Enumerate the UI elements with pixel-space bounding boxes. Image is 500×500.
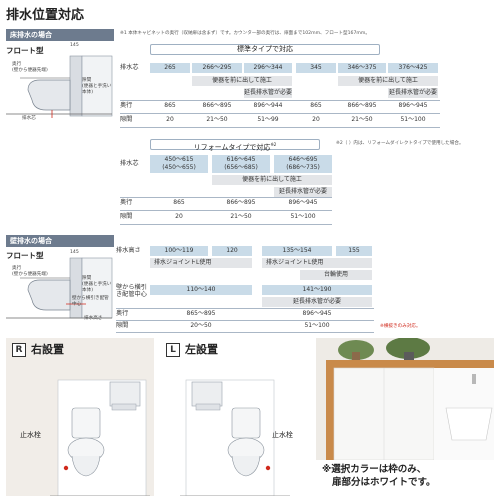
- wall-dim: 145: [70, 250, 79, 255]
- std-mid1-a: 便器を前に出して施工: [192, 76, 292, 86]
- photo-caption: ※選択カラーは枠のみ、 扉部分はホワイトです。: [322, 464, 436, 488]
- std-mid2-a: 延長排水管が必要: [244, 88, 292, 98]
- wall-depth-label: 奥行: [12, 266, 22, 271]
- right-install-panel: R 右設置 止水栓: [6, 338, 154, 496]
- right-label: 右設置: [31, 343, 64, 356]
- wall-base: 台輪使用: [300, 270, 372, 280]
- std-depth-1: 865: [164, 102, 176, 109]
- std-drain-2: 266～295: [192, 63, 242, 73]
- wall-red-note: ※横抜きのみ対応。: [380, 324, 421, 329]
- ref-gap-1: 20: [175, 213, 183, 220]
- std-gap-3: 51～99: [257, 116, 279, 123]
- floor-note-1: ※1 本体キャビネットの奥行（収納扉は含まず）です。カウンター部の奥行は、扉面ま…: [120, 31, 370, 36]
- wall-drain-illustration: [6, 257, 113, 319]
- wall-joint-1: 排水ジョイントL使用: [150, 258, 252, 268]
- floor-gap-sub: (便器と手洗い本体): [82, 84, 112, 95]
- floor-depth-label: 奥行: [12, 62, 22, 67]
- std-gap-5: 21～50: [351, 116, 373, 123]
- left-badge: L: [166, 343, 180, 357]
- wall-gap-sub: (便器と手洗い本体): [82, 282, 112, 293]
- floor-gap-label: 隙間: [82, 78, 92, 83]
- right-badge: R: [12, 343, 26, 357]
- std-row-depth: 奥行: [120, 102, 133, 109]
- ref-row-depth: 奥行: [120, 199, 133, 206]
- wall-joint-2: 排水ジョイントL使用: [262, 258, 372, 268]
- ref-drain-3: 646～695(686～735): [274, 155, 332, 173]
- ref-depth-1: 865: [173, 199, 185, 206]
- std-depth-2: 866～895: [202, 102, 232, 109]
- wall-ext: 延長排水管が必要: [262, 297, 372, 307]
- std-drain-1: 265: [150, 63, 190, 73]
- std-gap-4: 20: [312, 116, 320, 123]
- wall-type-label: フロート型: [6, 251, 44, 260]
- std-drain-4: 345: [296, 63, 336, 73]
- wall-gap-label: 隙間: [82, 276, 92, 281]
- ref-depth-3: 896～945: [288, 199, 318, 206]
- ref-row-gap: 隙間: [120, 213, 133, 220]
- wall-row-center: 壁から横引き配管中心: [116, 284, 147, 298]
- product-photo-image: [316, 338, 494, 460]
- wall-depth-2: 896～945: [302, 310, 332, 317]
- wall-row-height: 排水高さ: [116, 247, 141, 254]
- std-depth-3: 896～944: [253, 102, 283, 109]
- std-mid1-b: 便器を前に出して施工: [338, 76, 438, 86]
- ref-gap-3: 51～100: [290, 213, 316, 220]
- wall-drain-height-label: 排水高さ: [84, 316, 103, 321]
- floor-type-label: フロート型: [6, 46, 44, 55]
- std-drain-6: 376～425: [388, 63, 438, 73]
- std-drain-3: 296～344: [244, 63, 292, 73]
- right-install-illustration: [50, 379, 150, 496]
- wall-gap-1: 20～50: [190, 322, 212, 329]
- wall-height-4: 155: [336, 246, 372, 256]
- wall-height-1: 100～119: [150, 246, 208, 256]
- ref-mid2: 延長排水管が必要: [274, 187, 332, 197]
- std-mid2-b: 延長排水管が必要: [388, 88, 438, 98]
- wall-center-1: 110～140: [150, 285, 252, 295]
- product-photo: [316, 338, 494, 460]
- left-install-panel: L 左設置 止水栓: [160, 338, 308, 496]
- wall-row-gap: 隙間: [116, 322, 129, 329]
- floor-note-2: ※2（ ）内は、リフォームダイレクトタイプで使用した場合。: [336, 141, 464, 146]
- wall-center-2: 141～190: [262, 285, 372, 295]
- ref-gap-2: 21～50: [230, 213, 252, 220]
- ref-mid1: 便器を前に出して施工: [212, 175, 332, 185]
- page-title: 排水位置対応: [6, 8, 85, 23]
- wall-section-bar: 壁排水の場合: [6, 235, 114, 247]
- std-row-drain: 排水芯: [120, 64, 139, 71]
- wall-height-2: 120: [212, 246, 252, 256]
- wall-depth-1: 865～895: [186, 310, 216, 317]
- floor-dim: 145: [70, 43, 79, 48]
- std-gap-1: 20: [166, 116, 174, 123]
- wall-center-label: 壁から横引き配管中心: [72, 296, 109, 307]
- reform-type-header: リフォームタイプで対応※2: [150, 139, 320, 151]
- floor-drain-illustration: [6, 55, 113, 118]
- ref-drain-2: 616～645(656～685): [212, 155, 270, 173]
- left-label: 左設置: [185, 343, 218, 356]
- wall-gap-2: 51～100: [304, 322, 330, 329]
- std-row-gap: 隙間: [120, 116, 133, 123]
- std-depth-5: 866～895: [347, 102, 377, 109]
- left-stop-valve-label: 止水栓: [272, 431, 293, 439]
- wall-depth-sub: (壁から便器先端): [12, 272, 48, 277]
- std-gap-6: 51～100: [400, 116, 426, 123]
- std-depth-4: 865: [310, 102, 322, 109]
- wall-height-3: 135～154: [262, 246, 332, 256]
- ref-row-drain: 排水芯: [120, 160, 139, 167]
- right-stop-valve-label: 止水栓: [20, 431, 41, 439]
- standard-type-header: 標準タイプで対応: [150, 44, 380, 55]
- floor-depth-sub: (壁から便器先端): [12, 68, 48, 73]
- ref-drain-1: 450～615(450～655): [150, 155, 208, 173]
- std-gap-2: 21～50: [206, 116, 228, 123]
- ref-depth-2: 866～895: [226, 199, 256, 206]
- std-depth-6: 896～945: [398, 102, 428, 109]
- floor-section-bar: 床排水の場合: [6, 29, 114, 41]
- std-drain-5: 346～375: [338, 63, 386, 73]
- floor-drain-center-label: 排水芯: [22, 116, 36, 121]
- left-install-illustration: [180, 379, 290, 496]
- wall-row-depth: 奥行: [116, 310, 129, 317]
